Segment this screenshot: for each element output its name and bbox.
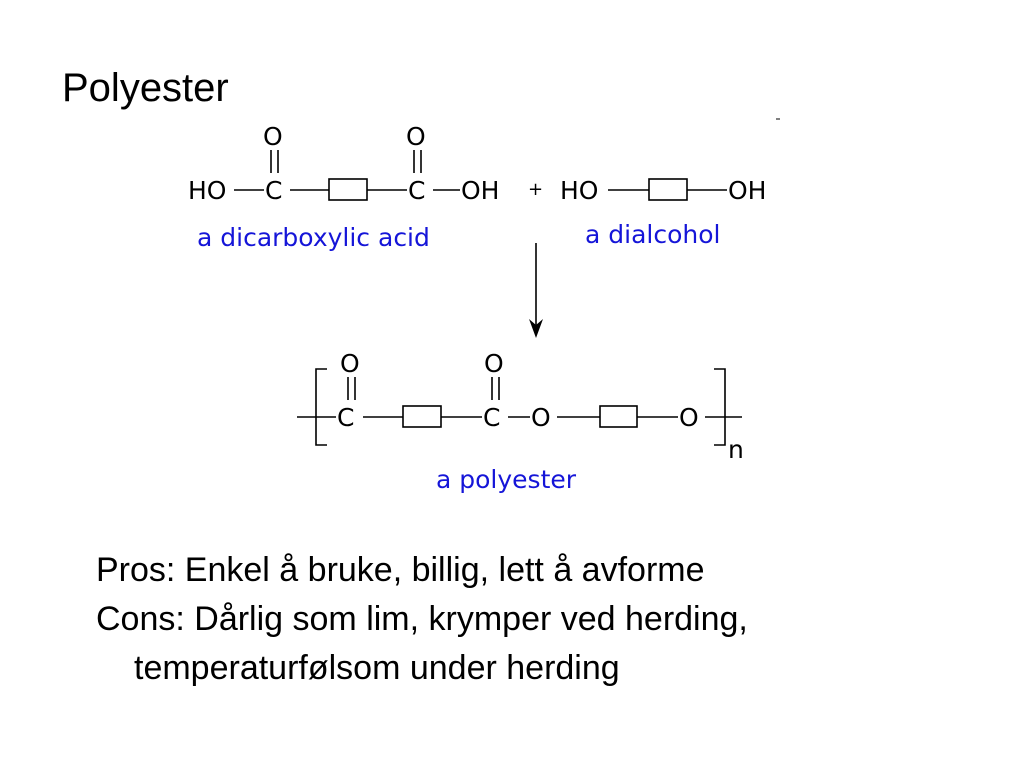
cons-text-line2: temperaturfølsom under herding xyxy=(134,649,620,687)
alcohol-ho-group: HO xyxy=(560,176,598,205)
left-bracket xyxy=(315,368,327,446)
cons-text-line1: Cons: Dårlig som lim, krymper ved herdin… xyxy=(96,600,748,638)
poly-ester-oxygen-1: O xyxy=(531,403,551,432)
acid-oxygen-2: O xyxy=(406,122,426,151)
poly-carbon-1: C xyxy=(337,403,354,432)
pros-cons-list: Pros: Enkel å bruke, billig, lett å avfo… xyxy=(96,546,976,693)
reaction-arrow xyxy=(529,243,543,338)
poly-ester-oxygen-2: O xyxy=(679,403,699,432)
pros-text: Pros: Enkel å bruke, billig, lett å avfo… xyxy=(96,551,705,589)
dialcohol-structure: HO OH a dialcohol xyxy=(560,176,766,249)
acid-ho-group: HO xyxy=(188,176,226,205)
acid-oh-group: OH xyxy=(461,176,499,205)
alcohol-label: a dialcohol xyxy=(585,220,720,249)
acid-carbon-1: C xyxy=(265,176,282,205)
poly-spacer-box-2 xyxy=(599,405,638,428)
polyester-label: a polyester xyxy=(436,465,577,494)
dicarboxylic-acid-structure: HO C O C O OH a dicarboxylic acid xyxy=(188,122,499,252)
plus-sign: + xyxy=(528,179,543,200)
right-bracket xyxy=(714,368,726,446)
acid-oxygen-1: O xyxy=(263,122,283,151)
poly-oxygen-1: O xyxy=(340,349,360,378)
poly-carbon-2: C xyxy=(483,403,500,432)
alcohol-spacer-box xyxy=(648,178,688,201)
repeat-subscript-n: n xyxy=(728,435,744,464)
poly-oxygen-2: O xyxy=(484,349,504,378)
slide-title: Polyester xyxy=(62,66,229,110)
polyester-reaction-diagram: HO C O C O OH a dicarboxylic acid + HO O… xyxy=(188,118,780,494)
poly-spacer-box-1 xyxy=(402,405,442,428)
acid-spacer-box xyxy=(328,178,368,201)
polyester-structure: C O C O O O n a polyester xyxy=(297,349,744,494)
acid-carbon-2: C xyxy=(408,176,425,205)
alcohol-oh-group: OH xyxy=(728,176,766,205)
acid-label: a dicarboxylic acid xyxy=(197,223,430,252)
